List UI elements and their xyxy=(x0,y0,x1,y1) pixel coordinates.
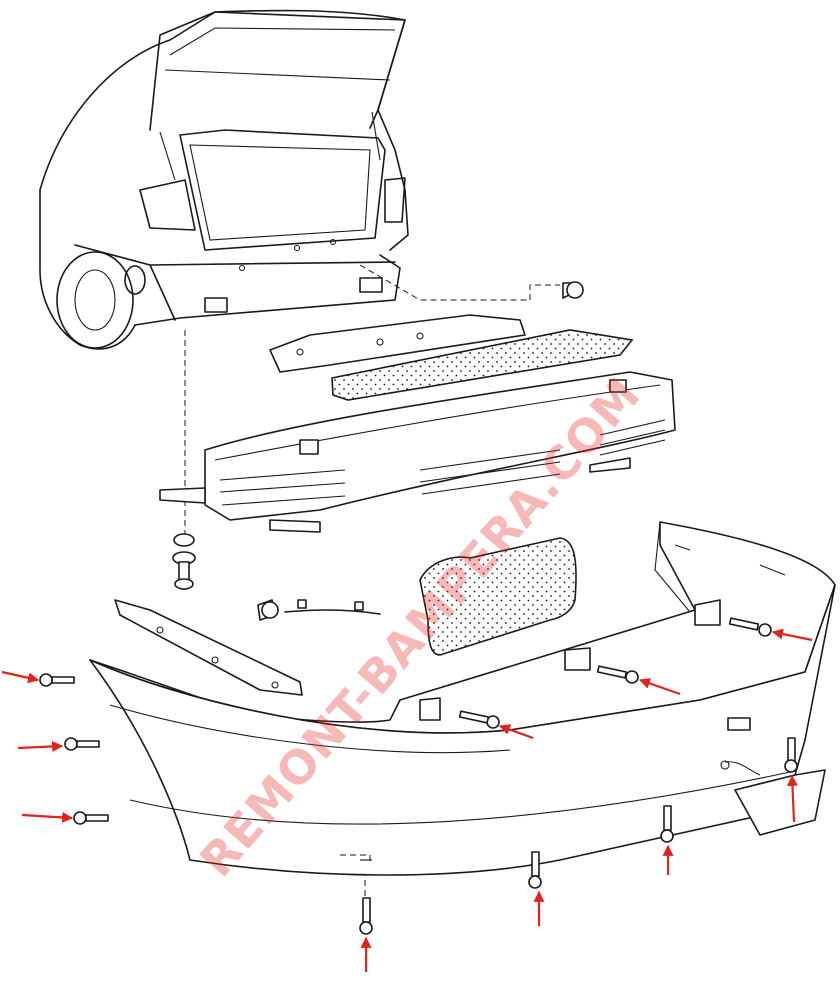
foam-absorber xyxy=(331,329,634,401)
arrow-left-2 xyxy=(17,740,64,752)
bolt-inner-1 xyxy=(458,710,500,729)
arrow-left-3 xyxy=(21,811,74,823)
upper-mount-bracket xyxy=(269,314,526,373)
arrow-inner-1 xyxy=(498,724,534,740)
tow-hook-cover xyxy=(720,760,826,836)
bumper-reinforcement-beam xyxy=(159,371,676,533)
arrow-left-1 xyxy=(1,670,40,684)
bolts xyxy=(39,617,798,935)
bolt-inner-3 xyxy=(728,617,772,637)
car-rear-body xyxy=(39,9,409,350)
arrow-inner-2 xyxy=(638,678,681,696)
arrow-bottom-4 xyxy=(786,774,798,823)
bolt-bottom-1 xyxy=(359,897,373,935)
plate-foam-pad xyxy=(419,537,577,656)
side-mount-bracket xyxy=(114,599,303,696)
arrow-inner-3 xyxy=(771,628,813,642)
bolt-left-3 xyxy=(73,811,109,825)
bolt-left-1 xyxy=(39,673,75,687)
fastener-arrows xyxy=(1,628,813,972)
bolt-left-2 xyxy=(64,737,100,751)
bolt-bottom-3 xyxy=(660,805,674,843)
bolt-inner-2 xyxy=(596,665,639,684)
bolt-bottom-4 xyxy=(784,737,798,773)
bolt-bottom-2 xyxy=(528,851,542,889)
center-clip xyxy=(257,599,381,621)
beam-bolt xyxy=(172,533,196,590)
push-clip xyxy=(562,281,584,299)
